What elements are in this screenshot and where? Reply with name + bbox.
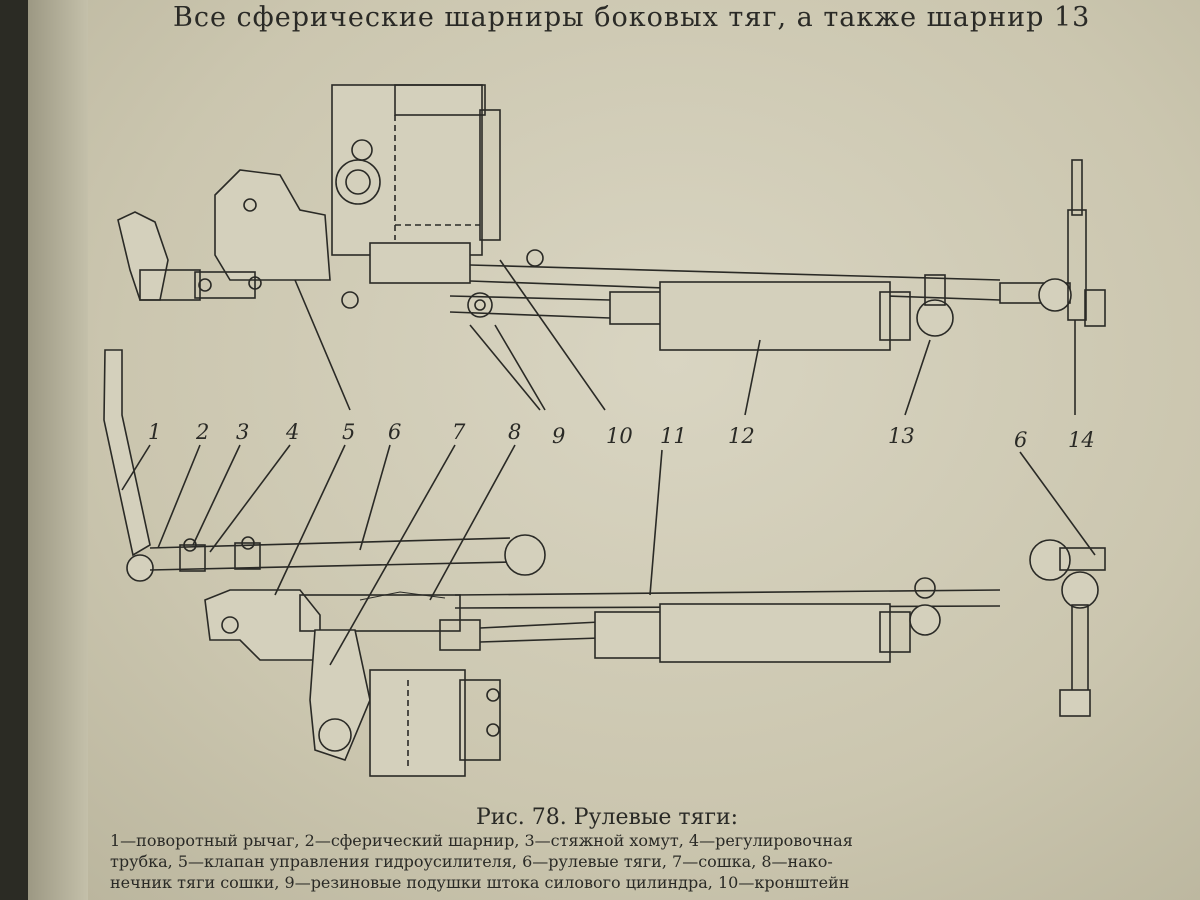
body-text-line: Все сферические шарниры боковых тяг, а т… — [173, 2, 1091, 33]
page-gutter — [28, 0, 88, 900]
callout-8: 8 — [508, 420, 522, 444]
callout-13: 13 — [888, 424, 915, 448]
callout-2: 2 — [196, 420, 210, 444]
leader-lines — [121, 259, 1096, 666]
legend-line: трубка, 5—клапан управления гидроусилите… — [110, 852, 833, 871]
callout-4: 4 — [286, 420, 300, 444]
steering-linkage-drawing — [103, 84, 1106, 777]
bottom-assembly — [103, 349, 1106, 777]
callout-6-right: 6 — [1014, 428, 1028, 452]
legend-line: 1—поворотный рычаг, 2—сферический шарнир… — [110, 831, 853, 850]
callout-11: 11 — [660, 424, 687, 448]
top-assembly — [117, 84, 1106, 351]
legend-line: нечник тяги сошки, 9—резиновые подушки ш… — [110, 873, 850, 892]
callout-12: 12 — [728, 424, 755, 448]
figure-legend: 1—поворотный рычаг, 2—сферический шарнир… — [110, 830, 1140, 900]
callout-14: 14 — [1068, 428, 1095, 452]
figure-caption-title: Рис. 78. Рулевые тяги: — [476, 805, 739, 830]
callout-6-left: 6 — [388, 420, 402, 444]
callout-7: 7 — [452, 420, 466, 444]
callout-5: 5 — [342, 420, 356, 444]
callout-3: 3 — [236, 420, 250, 444]
callout-1: 1 — [148, 420, 162, 444]
callout-10: 10 — [606, 424, 633, 448]
callout-9: 9 — [552, 424, 566, 448]
book-page: Все сферические шарниры боковых тяг, а т… — [28, 0, 1200, 900]
